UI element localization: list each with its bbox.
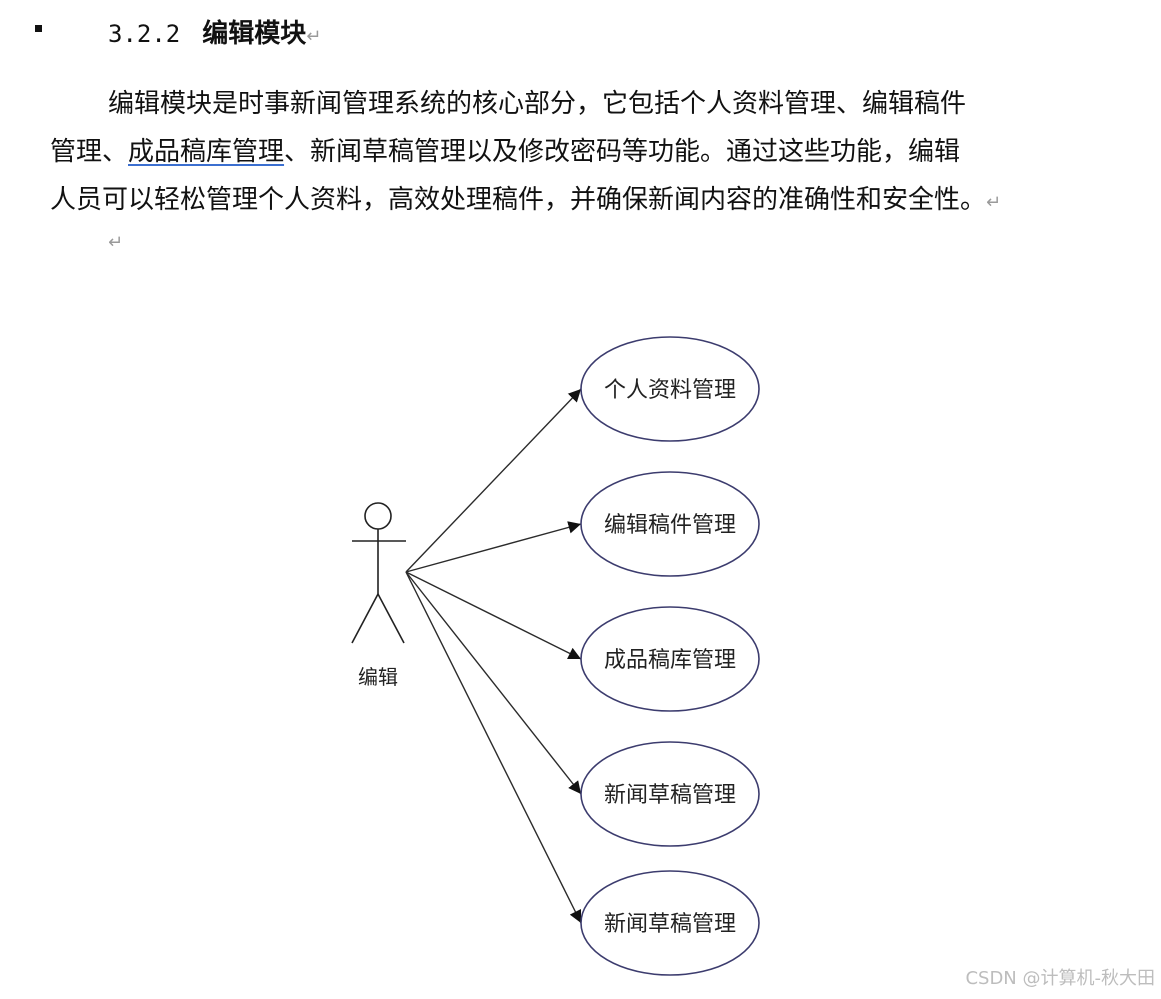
use-case-ellipse [580, 336, 760, 442]
use-case-label: 成品稿库管理 [604, 648, 736, 673]
use-case-ellipse [580, 741, 760, 847]
use-case-4: 新闻草稿管理 [580, 741, 760, 847]
watermark: CSDN @计算机-秋大田 [965, 968, 1155, 989]
section-number: 3.2.2 [108, 20, 181, 48]
use-case-label: 编辑稿件管理 [604, 513, 736, 538]
paragraph-mark-icon: ↵ [306, 26, 322, 47]
body-paragraph: 编辑模块是时事新闻管理系统的核心部分，它包括个人资料管理、编辑稿件 管理、成品稿… [50, 80, 1070, 227]
paragraph-line-3-text: 人员可以轻松管理个人资料，高效处理稿件，并确保新闻内容的准确性和安全性。 [50, 185, 987, 215]
actor-right-leg [377, 593, 405, 644]
association-arrow [405, 521, 582, 573]
paragraph-line-2-end: 、新闻草稿管理以及修改密码等功能。通过这些功能，编辑 [284, 137, 961, 167]
use-case-2: 编辑稿件管理 [580, 471, 760, 577]
section-title: 编辑模块 [202, 19, 307, 49]
list-bullet [35, 25, 42, 32]
empty-paragraph: ↵ [108, 232, 123, 253]
actor-label: 编辑 [358, 665, 398, 689]
actor-figure: 编辑 [351, 502, 406, 689]
association-arrow [405, 571, 582, 795]
use-case-label: 个人资料管理 [604, 378, 736, 403]
use-case-ellipse [580, 471, 760, 577]
actor-left-leg [351, 593, 379, 644]
association-arrow [405, 571, 582, 660]
use-case-label: 新闻草稿管理 [604, 912, 736, 937]
use-case-3: 成品稿库管理 [580, 606, 760, 712]
paragraph-line-3: 人员可以轻松管理个人资料，高效处理稿件，并确保新闻内容的准确性和安全性。↵ [50, 176, 1070, 227]
paragraph-line-1: 编辑模块是时事新闻管理系统的核心部分，它包括个人资料管理、编辑稿件 [108, 89, 967, 119]
use-case-5: 新闻草稿管理 [580, 870, 760, 976]
use-case-1: 个人资料管理 [580, 336, 760, 442]
use-case-ellipse [580, 606, 760, 712]
paragraph-line-2: 管理、成品稿库管理、新闻草稿管理以及修改密码等功能。通过这些功能，编辑 [50, 128, 1070, 176]
actor-head [364, 502, 392, 530]
paragraph-mark-icon: ↵ [986, 192, 1002, 213]
paragraph-line-2-start: 管理、 [50, 137, 129, 167]
association-arrow [405, 388, 582, 573]
use-case-ellipse [580, 870, 760, 976]
association-arrow [405, 571, 582, 924]
paragraph-mark-icon: ↵ [108, 232, 124, 253]
section-heading: 3.2.2 编辑模块↵ [108, 16, 321, 55]
use-case-label: 新闻草稿管理 [604, 783, 736, 808]
underlined-term[interactable]: 成品稿库管理 [128, 137, 285, 167]
